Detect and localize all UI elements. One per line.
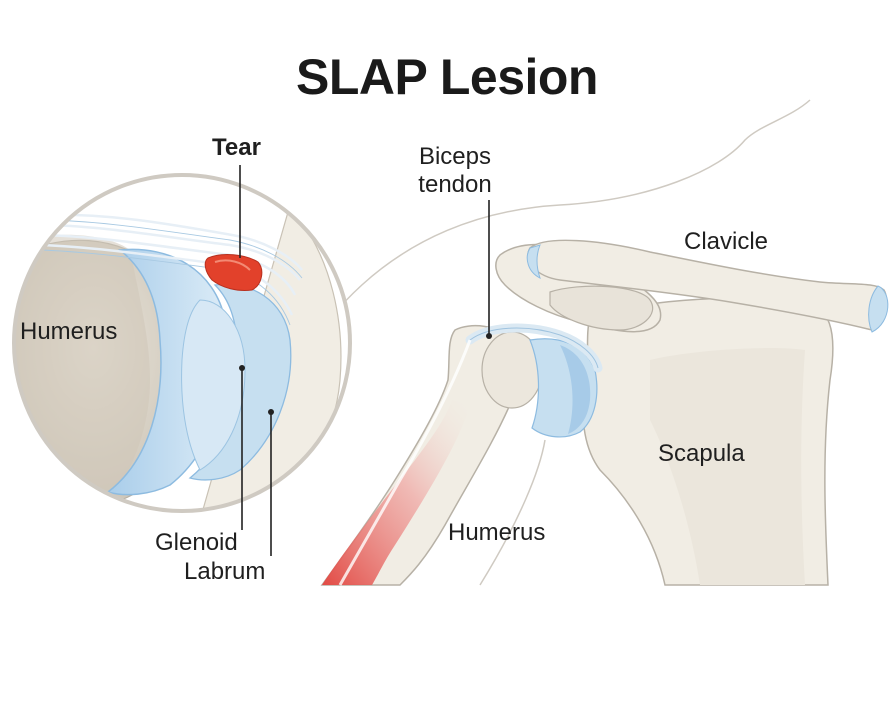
label-humerus-inset: Humerus [20,318,118,345]
label-humerus-main: Humerus [448,519,546,546]
label-biceps-line1: Biceps [418,143,492,170]
inset-humerus-shaft [14,234,150,510]
biceps-tendon-shaft [338,339,472,586]
clavicle-end-cartilage [868,285,889,333]
inset-glenoid [181,299,246,471]
labrum-dot [268,409,274,415]
scapula-fossa [650,348,805,585]
tear-highlight [214,259,251,271]
biceps-muscle [322,400,470,585]
leader-lines [239,165,490,556]
arm-outline [479,439,546,586]
biceps-tendon-dot [486,333,492,339]
coracoid-process [549,285,654,331]
clavicle-medial-cartilage [526,244,541,279]
label-biceps-line2: tendon [418,171,492,198]
tear-lesion [204,254,263,291]
label-clavicle: Clavicle [684,228,769,255]
label-glenoid: Glenoid [155,529,238,556]
glenoid-dot [239,365,245,371]
glenoid-cartilage-rim [560,345,591,434]
diagram-title: SLAP Lesion [296,49,598,105]
label-scapula: Scapula [658,440,745,467]
label-tear: Tear [212,134,261,161]
inset-border [12,173,352,513]
label-labrum: Labrum [184,558,266,585]
leader-dots [239,333,492,415]
